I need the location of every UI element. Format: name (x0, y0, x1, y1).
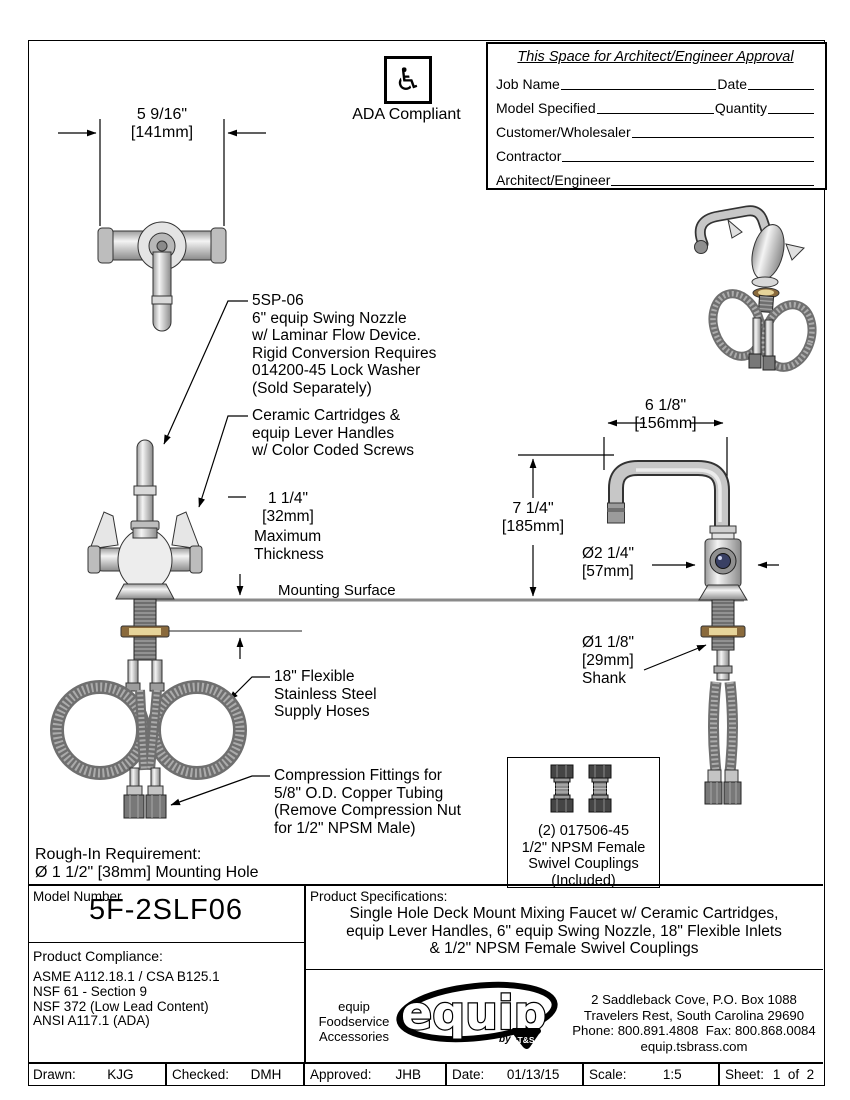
approval-label-job-name: Job Name (496, 76, 560, 92)
checked-value: DMH (250, 1067, 282, 1082)
specs-brand-divider (304, 969, 823, 970)
scale-label: Scale: (589, 1067, 627, 1082)
drawn-value: KJG (107, 1067, 134, 1082)
approval-row-job: Job Name Date (496, 68, 815, 92)
callout-supply-hoses: 18" Flexible Stainless Steel Supply Hose… (274, 668, 377, 720)
callout-swing-nozzle: 5SP-06 6" equip Swing Nozzle w/ Laminar … (252, 292, 437, 397)
page-border (28, 40, 825, 1086)
approval-row-model: Model Specified Quantity (496, 92, 815, 116)
signature-line (562, 151, 814, 162)
product-specifications-label: Product Specifications: (310, 889, 448, 904)
checked-label: Checked: (172, 1067, 230, 1082)
approval-box: This Space for Architect/Engineer Approv… (486, 42, 827, 190)
equip-logo: equip by T&S (396, 981, 558, 1049)
side-view-dimension-lines (518, 419, 779, 671)
faucet-side-view (607, 460, 748, 805)
signature-line (768, 103, 814, 114)
dim-spout-reach: 6 1/8" [156mm] (634, 397, 697, 432)
title-block-sheet: Sheet: 1 of 2 (718, 1063, 823, 1086)
ada-compliant-label: ADA Compliant (352, 106, 461, 123)
rough-in-requirement: Rough-In Requirement: Ø 1 1/2" [38mm] Mo… (35, 846, 259, 881)
title-block-top-line (28, 1062, 823, 1064)
signature-line (611, 175, 814, 186)
model-number-value: 5F-2SLF06 (88, 894, 244, 926)
product-compliance-label: Product Compliance: (33, 948, 163, 964)
couplings-note: (2) 017506-45 1/2" NPSM Female Swivel Co… (521, 823, 646, 889)
model-number-label: Model Number (33, 889, 122, 904)
ts-shield-text: T&S (518, 1035, 535, 1045)
title-block-checked: Checked: DMH (165, 1063, 303, 1086)
approval-label-date: Date (717, 76, 747, 92)
logo-by-text: by (499, 1034, 511, 1045)
table-column-divider (304, 884, 306, 1063)
faucet-front-view (50, 439, 247, 819)
signature-line (748, 79, 814, 90)
product-specifications-text: Single Hole Deck Mount Mixing Faucet w/ … (346, 905, 782, 957)
mounting-surface-label: Mounting Surface (278, 582, 396, 599)
dim-base-diameter: Ø2 1/4" [57mm] (582, 545, 635, 580)
faucet-top-view (97, 221, 227, 332)
approval-row-contractor: Contractor (496, 140, 815, 164)
approval-row-architect: Architect/Engineer (496, 164, 815, 188)
faucet-isometric-view (694, 205, 817, 372)
dim-top-width: 5 9/16" [141mm] (130, 106, 194, 141)
approval-title: This Space for Architect/Engineer Approv… (517, 49, 794, 65)
approval-row-customer: Customer/Wholesaler (496, 116, 815, 140)
swivel-couplings-box: (2) 017506-45 1/2" NPSM Female Swivel Co… (507, 757, 660, 889)
approved-value: JHB (395, 1067, 422, 1082)
dim-max-thickness-desc: Maximum Thickness (254, 528, 324, 563)
table-top-line (28, 884, 823, 886)
brand-tagline: equip Foodservice Accessories (318, 999, 390, 1044)
ts-shield-icon (511, 1028, 541, 1049)
sheet-value: 1 of 2 (772, 1067, 815, 1082)
callout-compression-fittings: Compression Fittings for 5/8" O.D. Coppe… (274, 767, 461, 837)
dim-top-width-lines (58, 119, 266, 226)
signature-line (560, 79, 717, 90)
approval-label-quantity: Quantity (714, 100, 767, 116)
approval-label-customer: Customer/Wholesaler (496, 124, 631, 140)
drawn-label: Drawn: (33, 1067, 76, 1082)
approval-label-model-specified: Model Specified (496, 100, 596, 116)
sheet-label: Sheet: (725, 1067, 765, 1082)
ada-symbol-box: ♿ (384, 56, 432, 104)
signature-line (596, 103, 714, 114)
approval-label-architect: Architect/Engineer (496, 172, 611, 188)
callout-leaders (163, 300, 270, 806)
scale-value: 1:5 (662, 1067, 682, 1082)
model-compliance-divider (28, 942, 304, 943)
approved-label: Approved: (310, 1067, 372, 1082)
callout-ceramic-cartridges: Ceramic Cartridges & equip Lever Handles… (252, 407, 414, 459)
title-block-scale: Scale: 1:5 (582, 1063, 718, 1086)
wheelchair-icon: ♿ (394, 62, 422, 98)
title-block-approved: Approved: JHB (303, 1063, 445, 1086)
coupling-icons (550, 764, 611, 813)
mounting-surface-line (150, 598, 744, 632)
date-value: 01/13/15 (506, 1067, 560, 1082)
approval-label-contractor: Contractor (496, 148, 562, 164)
signature-line (631, 127, 814, 138)
dim-spout-height: 7 1/4" [185mm] (501, 500, 565, 535)
dim-max-thickness-value: 1 1/4" [32mm] (262, 490, 314, 525)
title-block-date: Date: 01/13/15 (445, 1063, 582, 1086)
company-address: 2 Saddleback Cove, P.O. Box 1088 Travele… (572, 992, 816, 1054)
title-block-drawn: Drawn: KJG (28, 1063, 165, 1086)
product-compliance-list: ASME A112.18.1 / CSA B125.1 NSF 61 - Sec… (33, 969, 220, 1029)
dim-shank-diameter: Ø1 1/8" [29mm] Shank (582, 634, 635, 687)
date-label: Date: (452, 1067, 485, 1082)
